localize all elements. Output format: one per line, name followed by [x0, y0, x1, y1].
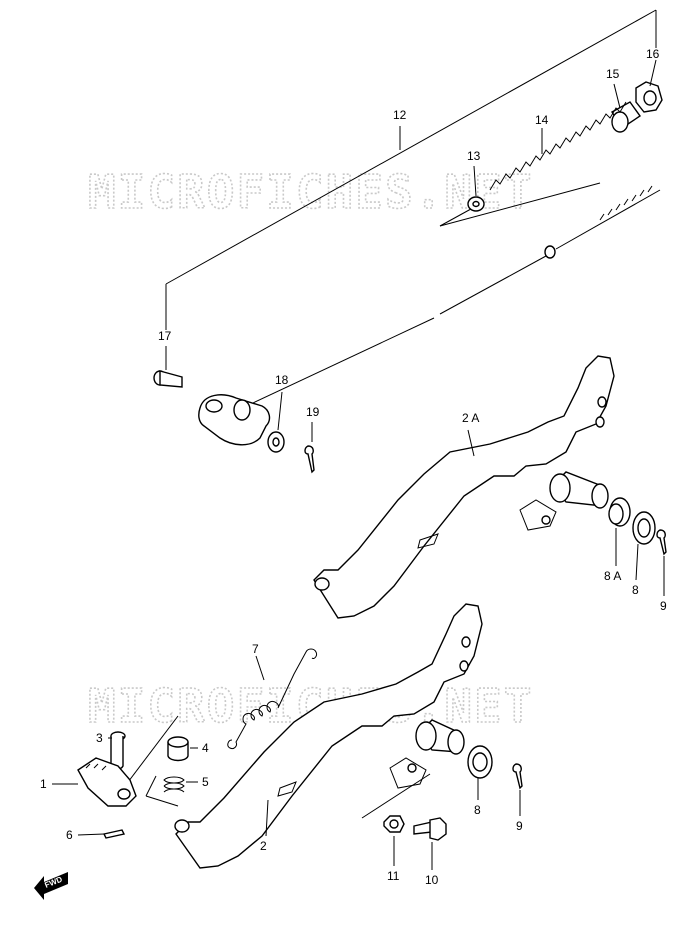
bolt-bracket-line [361, 773, 431, 819]
pedal-tip-part-1 [77, 757, 137, 807]
callout-11: 11 [387, 869, 400, 883]
cable-assembly-bracket [165, 9, 657, 330]
callout-19: 19 [306, 405, 320, 419]
washer-part-8-top [632, 511, 656, 581]
callout-2a: 2 A [462, 411, 479, 425]
spring-part-5 [163, 776, 185, 793]
callout-18: 18 [275, 373, 289, 387]
nut-part-11 [383, 815, 405, 866]
callout-4: 4 [202, 741, 209, 755]
fwd-arrow-icon: FWD [34, 872, 68, 900]
callout-9-bottom: 9 [516, 819, 523, 833]
leader-lines [52, 737, 198, 836]
washer-part-18 [267, 391, 285, 453]
cotter-pin-part-9-top [656, 529, 667, 596]
callout-17: 17 [158, 329, 172, 343]
washer-part-13 [467, 165, 485, 212]
callout-10: 10 [425, 873, 439, 887]
clevis-pin-part-17 [153, 346, 183, 388]
callout-9-top: 9 [660, 599, 667, 613]
clevis-part [198, 394, 271, 446]
watermark-top: MICROFICHES.NET [88, 165, 533, 219]
bolt-part-10 [413, 817, 447, 870]
callout-8-bottom: 8 [474, 803, 481, 817]
washer-part-8-bottom [467, 745, 493, 800]
adjuster-nut-part-16 [635, 59, 663, 113]
callout-1: 1 [40, 777, 47, 791]
callout-5: 5 [202, 775, 209, 789]
callout-12: 12 [393, 108, 407, 122]
collar-part-4 [167, 736, 189, 762]
callout-7: 7 [252, 642, 259, 656]
callout-15: 15 [606, 67, 620, 81]
return-spring-part-7 [227, 648, 317, 749]
bushing-part-8a [608, 497, 631, 566]
cotter-pin-part-6 [102, 829, 126, 839]
callout-6: 6 [66, 828, 73, 842]
callout-labels: 12 16 15 14 13 17 18 19 2 A 8 A 8 9 7 3 … [40, 47, 667, 887]
brake-rod [237, 185, 661, 411]
cotter-pin-part-9-bottom [512, 763, 523, 816]
pin-part-3 [110, 731, 126, 770]
brake-pedal-2a [313, 355, 615, 619]
callout-14: 14 [535, 113, 549, 127]
callout-13: 13 [467, 149, 481, 163]
callout-8-top: 8 [632, 583, 639, 597]
cotter-pin-part-19 [304, 422, 315, 474]
callout-8a: 8 A [604, 569, 621, 583]
callout-16: 16 [646, 47, 660, 61]
footrest-bracket-lines [121, 715, 179, 807]
brake-pedal-2 [174, 603, 483, 869]
spring-part-14 [489, 101, 627, 191]
callout-3: 3 [96, 731, 103, 745]
callout-2: 2 [260, 839, 267, 853]
